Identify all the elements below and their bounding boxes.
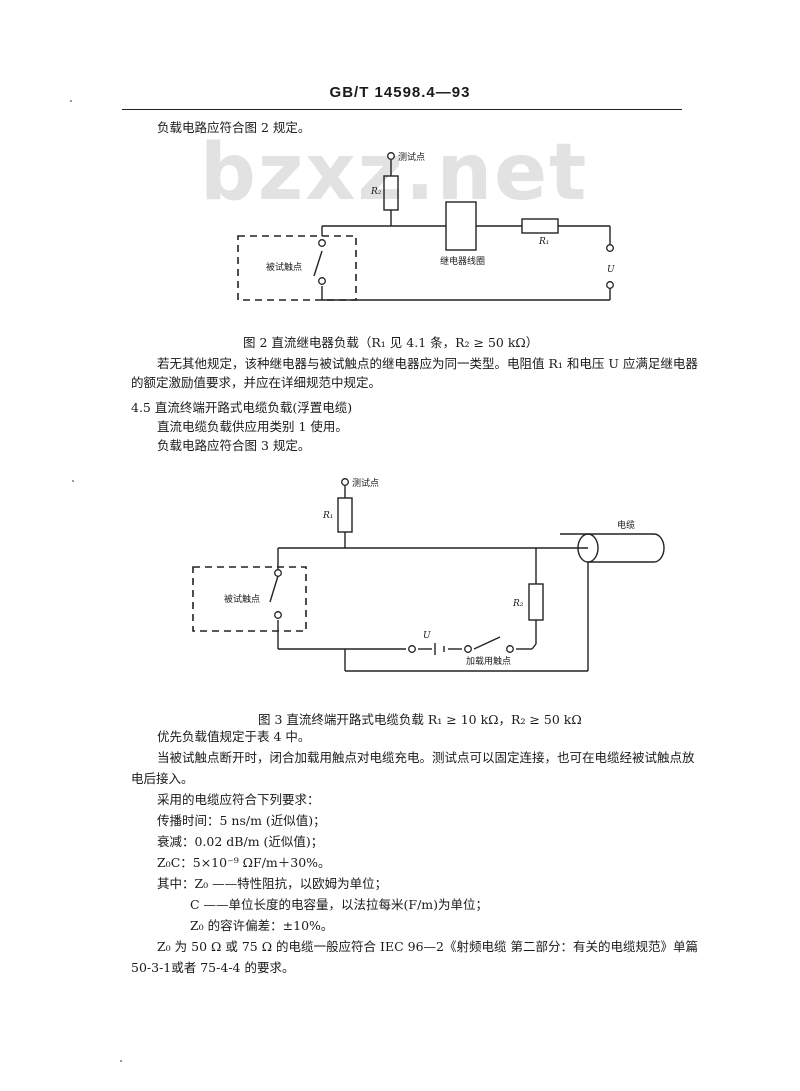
para-after-line: 优先负载值规定于表 4 中。 bbox=[157, 729, 311, 744]
fig2-label-u: U bbox=[607, 265, 615, 275]
para-after-line: C ——单位长度的电容量，以法拉每米(F/m)为单位； bbox=[190, 897, 489, 912]
fig3-label-load-contact: 加载用触点 bbox=[466, 655, 511, 667]
para-after-line: 其中：Z₀ ——特性阻抗，以欧姆为单位； bbox=[157, 876, 388, 891]
para-relay-line-2: 的额定激励值要求，并应在详细规范中规定。 bbox=[131, 375, 382, 390]
figure-3-caption: 图 3 直流终端开路式电缆负载 R₁ ≥ 10 kΩ，R₂ ≥ 50 kΩ bbox=[258, 712, 582, 727]
page-header: GB/T 14598.4—93 bbox=[329, 84, 471, 101]
para-after-line: Z₀C：5×10⁻⁹ ΩF/m＋30%。 bbox=[157, 855, 331, 870]
scan-dot bbox=[72, 480, 74, 482]
resistor-r1 bbox=[521, 218, 559, 234]
fig2-label-test-point: 测试点 bbox=[398, 151, 425, 163]
para-relay-line-1: 若无其他规定，该种继电器与被试触点的继电器应为同一类型。电阻值 R₁ 和电压 U… bbox=[157, 356, 698, 371]
section-4-5-heading: 4.5 直流终端开路式电缆负载(浮置电缆) bbox=[131, 400, 353, 415]
para-after-line: 当被试触点断开时，闭合加载用触点对电缆充电。测试点可以固定连接，也可在电缆经被试… bbox=[157, 750, 695, 765]
fig3-label-test-point: 测试点 bbox=[352, 477, 379, 489]
scan-dot bbox=[70, 100, 72, 102]
contact-under-test-box bbox=[192, 566, 307, 632]
para-4-5-line-1: 直流电缆负载供应用类别 1 使用。 bbox=[157, 419, 348, 434]
para-after-line: 衰减：0.02 dB/m (近似值)； bbox=[157, 834, 324, 849]
scan-dot bbox=[120, 1060, 122, 1062]
fig3-label-contact-under-test: 被试触点 bbox=[224, 593, 260, 605]
resistor-r1 bbox=[337, 497, 353, 533]
fig2-label-r2: R₂ bbox=[370, 187, 382, 197]
para-after-line: 传播时间：5 ns/m (近似值)； bbox=[157, 813, 326, 828]
header-rule bbox=[122, 109, 682, 110]
para-4-5-line-2: 负载电路应符合图 3 规定。 bbox=[157, 438, 311, 453]
figure-2-circuit: 测试点 R₂ R₁ 继电器线圈 被试触点 U bbox=[237, 151, 615, 301]
contact-under-test-box bbox=[237, 235, 357, 301]
fig2-label-r1: R₁ bbox=[538, 237, 549, 247]
para-after-line: 电后接入。 bbox=[131, 771, 194, 786]
fig2-label-relay-coil: 继电器线圈 bbox=[440, 255, 485, 267]
para-after-line: Z₀ 的容许偏差：±10%。 bbox=[190, 918, 334, 933]
para-after-line: 采用的电缆应符合下列要求： bbox=[157, 792, 320, 807]
relay-coil-box bbox=[445, 201, 477, 251]
fig2-label-contact-under-test: 被试触点 bbox=[266, 261, 302, 273]
cable-body bbox=[588, 533, 665, 563]
fig3-label-u: U bbox=[423, 631, 431, 641]
resistor-r2 bbox=[528, 583, 544, 621]
para-after-line: Z₀ 为 50 Ω 或 75 Ω 的电缆一般应符合 IEC 96—2《射频电缆 … bbox=[157, 939, 698, 954]
fig3-label-cable: 电缆 bbox=[617, 519, 635, 531]
fig3-label-r1: R₁ bbox=[322, 511, 333, 521]
test-point-terminal bbox=[341, 478, 349, 486]
para-after-line: 50-3-1或者 75-4-4 的要求。 bbox=[131, 960, 295, 975]
figure-2-caption: 图 2 直流继电器负载（R₁ 见 4.1 条，R₂ ≥ 50 kΩ） bbox=[243, 335, 539, 350]
fig3-label-r2: R₂ bbox=[512, 599, 524, 609]
test-point-terminal bbox=[387, 152, 395, 160]
para-fig2-intro: 负载电路应符合图 2 规定。 bbox=[157, 120, 311, 135]
resistor-r2 bbox=[383, 175, 399, 211]
figure-3-circuit: 测试点 R₁ 电缆 被试触点 R₂ U 加载用触点 bbox=[192, 477, 665, 672]
watermark: bzxz.net bbox=[200, 128, 589, 218]
